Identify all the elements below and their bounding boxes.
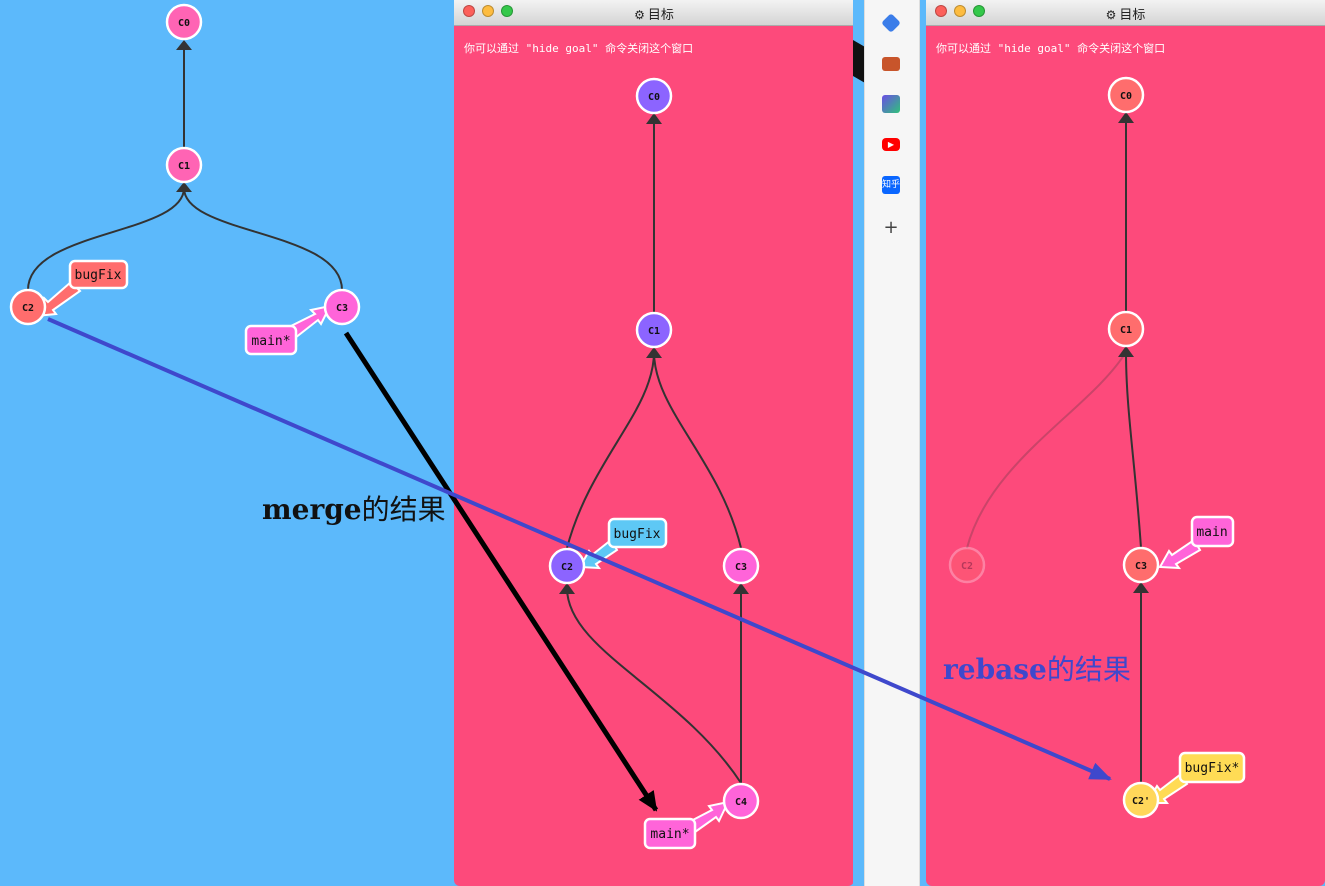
node-label: C3 xyxy=(735,562,747,573)
right-node-c2-ghost[interactable]: C2 xyxy=(948,546,986,584)
right-bugfix-ref[interactable]: bugFix* xyxy=(1145,751,1246,804)
left-main-ref[interactable]: main* xyxy=(244,304,332,356)
node-label: C2 xyxy=(561,562,573,573)
edge-c4-c2 xyxy=(566,587,742,784)
left-node-c0[interactable]: C0 xyxy=(165,3,203,41)
arrowhead-c0 xyxy=(1118,112,1134,123)
node-label: C3 xyxy=(1135,561,1147,572)
arrowhead-c2 xyxy=(559,583,575,594)
node-label: C0 xyxy=(648,92,660,103)
right-node-c1[interactable]: C1 xyxy=(1107,310,1145,348)
right-main-ref[interactable]: main xyxy=(1158,515,1235,570)
browser-sidebar: ▶ 知乎 + xyxy=(864,0,920,886)
node-label: C1 xyxy=(178,161,190,172)
zhihu-icon[interactable]: 知乎 xyxy=(882,176,900,194)
hide-goal-hint: 你可以通过 "hide goal" 命令关闭这个窗口 xyxy=(464,42,694,55)
arrowhead-c0 xyxy=(646,113,662,124)
middle-node-c3[interactable]: C3 xyxy=(722,547,760,585)
middle-node-c2[interactable]: C2 xyxy=(548,547,586,585)
middle-graph-edges xyxy=(566,118,742,784)
right-node-c3[interactable]: C3 xyxy=(1122,546,1160,584)
merge-caption-zh: 的结果 xyxy=(361,493,446,526)
node-label: C1 xyxy=(1120,325,1132,336)
middle-node-c4[interactable]: C4 xyxy=(722,782,760,820)
merge-result-caption: merge的结果 xyxy=(262,488,446,528)
left-node-c3[interactable]: C3 xyxy=(323,288,361,326)
middle-bugfix-label: bugFix xyxy=(614,527,661,542)
right-graph-edges xyxy=(966,117,1142,783)
node-label: C0 xyxy=(1120,91,1132,102)
edge-c3-c1 xyxy=(1125,351,1142,549)
plus-icon[interactable]: + xyxy=(883,217,899,238)
hide-goal-hint: 你可以通过 "hide goal" 命令关闭这个窗口 xyxy=(936,42,1166,55)
middle-main-label: main* xyxy=(650,827,689,842)
right-bugfix-label: bugFix* xyxy=(1185,761,1240,776)
right-node-c0[interactable]: C0 xyxy=(1107,76,1145,114)
window-title-group: ⚙目标 xyxy=(454,4,854,23)
window-title-group: ⚙目标 xyxy=(926,4,1325,23)
node-label: C1 xyxy=(648,326,660,337)
left-node-c2[interactable]: C2 xyxy=(9,288,47,326)
image-edit-icon[interactable] xyxy=(882,95,900,113)
window-titlebar[interactable]: ⚙目标 xyxy=(454,0,854,26)
edge-c2-c1 xyxy=(27,187,185,291)
rebase-caption-zh: 的结果 xyxy=(1046,653,1131,686)
edge-c2-c1-ghost xyxy=(966,351,1127,549)
middle-main-ref[interactable]: main* xyxy=(643,800,730,850)
left-bugfix-label: bugFix xyxy=(75,268,122,283)
node-label: C3 xyxy=(336,303,348,314)
window-gap xyxy=(853,0,864,886)
rebase-result-caption: rebase的结果 xyxy=(943,648,1131,688)
node-label: C2' xyxy=(1132,796,1150,807)
middle-node-c0[interactable]: C0 xyxy=(635,77,673,115)
window-title: 目标 xyxy=(647,8,674,23)
merge-caption-en: merge xyxy=(262,493,362,526)
edge-c2-c1 xyxy=(566,351,655,549)
right-node-c2-prime[interactable]: C2' xyxy=(1122,781,1160,819)
rebase-result-arrow xyxy=(47,317,1112,781)
minimize-light-button[interactable] xyxy=(482,5,494,17)
arrowhead-c1 xyxy=(1118,346,1134,357)
edge-c3-c1 xyxy=(183,187,343,291)
middle-bugfix-ref[interactable]: bugFix xyxy=(578,517,668,570)
window-titlebar[interactable]: ⚙目标 xyxy=(926,0,1325,26)
left-bugfix-ref[interactable]: bugFix xyxy=(34,259,129,318)
node-label: C2 xyxy=(961,561,973,572)
node-label: C4 xyxy=(735,797,747,808)
merge-result-arrow xyxy=(343,331,659,812)
node-label: C0 xyxy=(178,18,190,29)
gear-icon: ⚙ xyxy=(1105,8,1117,22)
left-graph-edges xyxy=(27,42,343,291)
right-main-label: main xyxy=(1196,525,1227,540)
youtube-icon[interactable]: ▶ xyxy=(882,138,900,151)
arrowhead-c3 xyxy=(1133,582,1149,593)
close-light-button[interactable] xyxy=(463,5,475,17)
briefcase-icon[interactable] xyxy=(882,57,900,71)
close-light-button[interactable] xyxy=(935,5,947,17)
rebase-caption-en: rebase xyxy=(943,653,1047,686)
window-title: 目标 xyxy=(1119,8,1146,23)
edge-c3-c1 xyxy=(653,351,742,549)
arrowhead-c0 xyxy=(176,40,192,50)
arrowhead-c1 xyxy=(646,347,662,358)
zoom-light-button[interactable] xyxy=(501,5,513,17)
left-main-label: main* xyxy=(251,334,290,349)
middle-node-c1[interactable]: C1 xyxy=(635,311,673,349)
left-node-c1[interactable]: C1 xyxy=(165,146,203,184)
arrowhead-c1 xyxy=(176,182,192,192)
minimize-light-button[interactable] xyxy=(954,5,966,17)
arrowhead-c3 xyxy=(733,583,749,594)
node-label: C2 xyxy=(22,303,34,314)
gear-icon: ⚙ xyxy=(634,8,645,22)
zoom-light-button[interactable] xyxy=(973,5,985,17)
